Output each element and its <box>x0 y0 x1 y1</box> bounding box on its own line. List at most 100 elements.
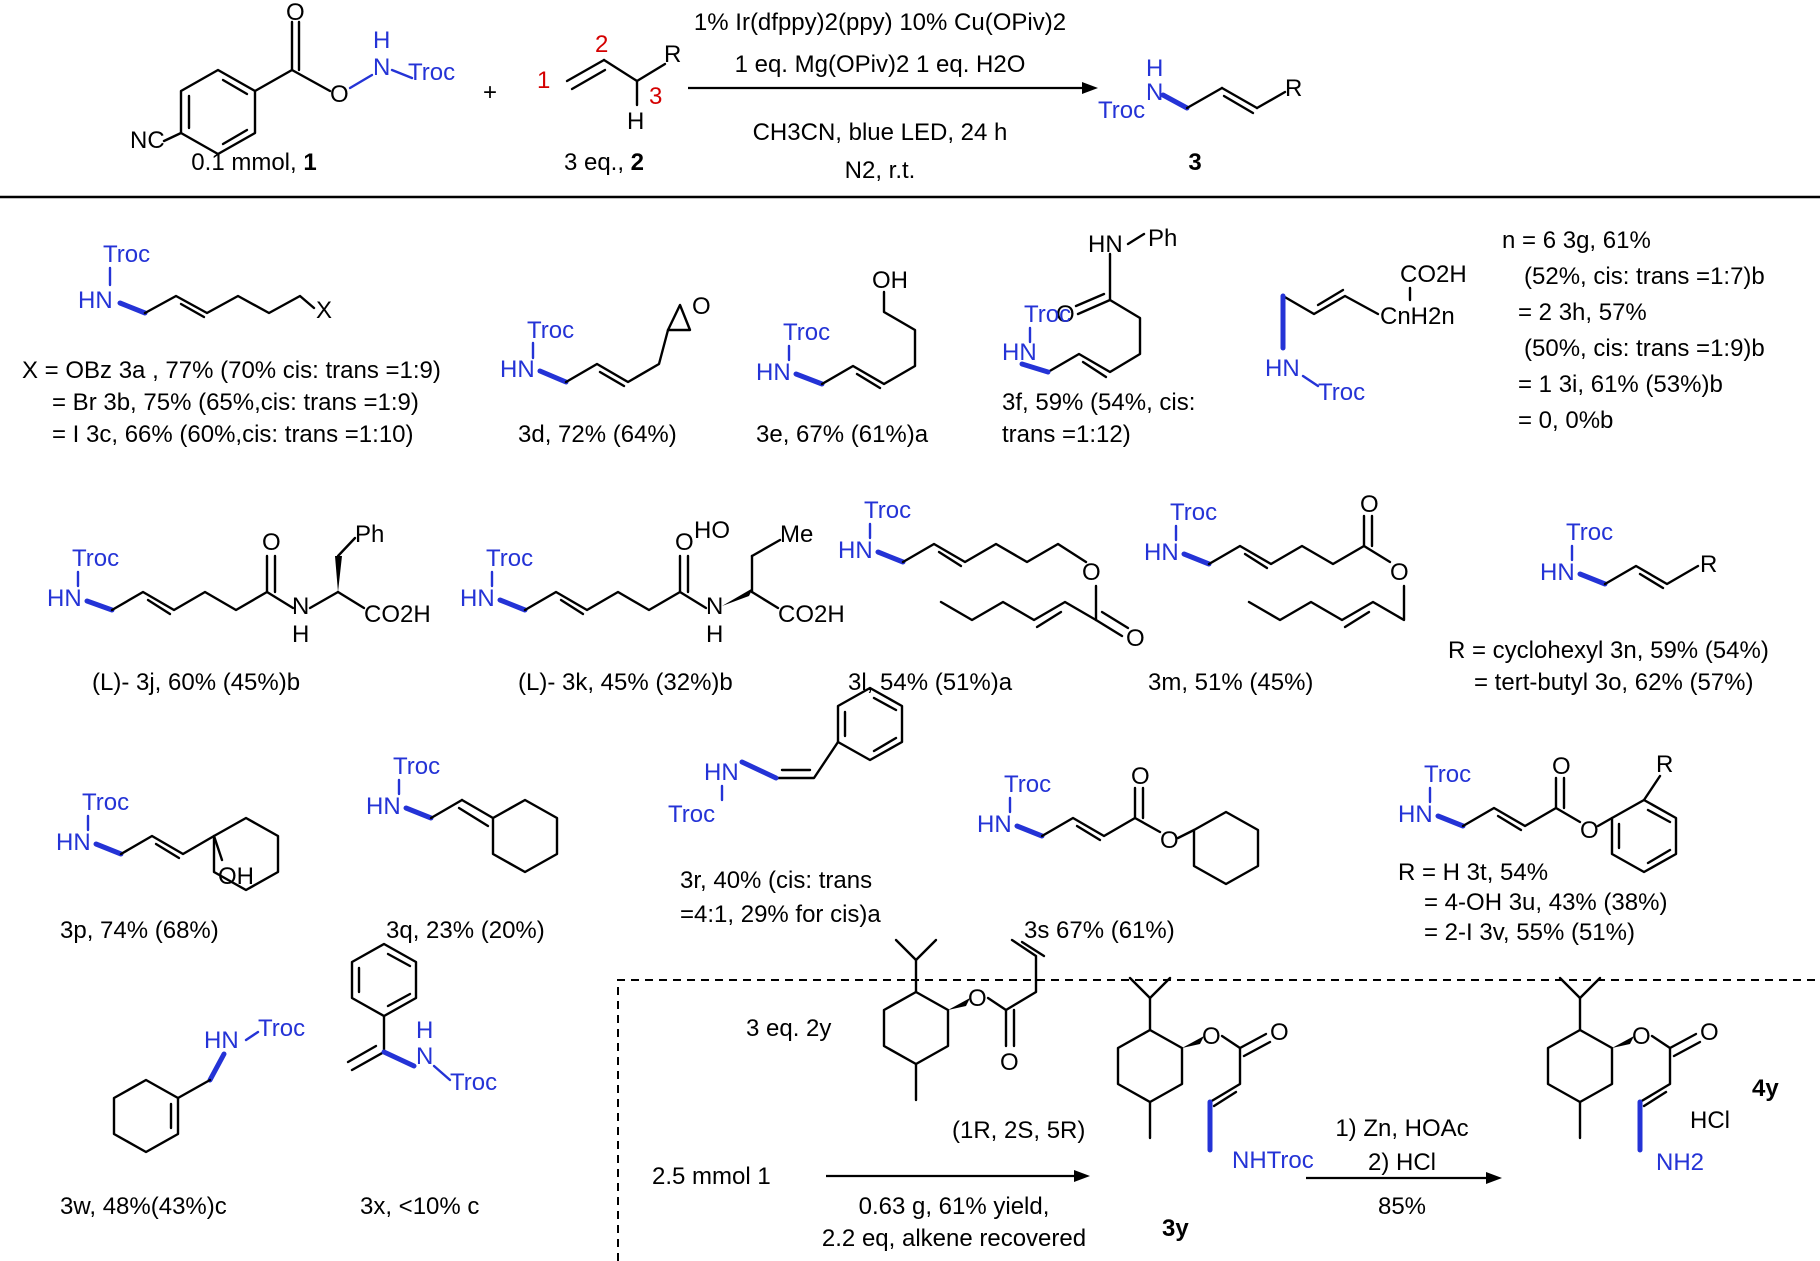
deprotection-yield: 85% <box>1378 1193 1426 1220</box>
r-group: R <box>664 41 681 68</box>
entry-n-0: = 0, 0%b <box>1518 407 1613 434</box>
svg-text:O: O <box>1000 1049 1019 1076</box>
entry-3e: 3e, 67% (61%)a <box>756 421 929 448</box>
svg-text:CnH2n: CnH2n <box>1380 303 1455 330</box>
svg-text:H: H <box>706 621 723 648</box>
compound-3t-structure: Troc HN O O R <box>1398 751 1678 874</box>
svg-text:N: N <box>292 593 309 620</box>
svg-text:NHTroc: NHTroc <box>1232 1147 1314 1174</box>
compound-3w-structure: HN Troc <box>112 1015 305 1154</box>
entry-3g-line-2: (52%, cis: trans =1:7)b <box>1524 263 1765 290</box>
entry-3f-line-1: 3f, 59% (54%, cis: <box>1002 389 1195 416</box>
svg-text:O: O <box>692 293 711 320</box>
entry-3p: 3p, 74% (68%) <box>60 917 219 944</box>
svg-text:Troc: Troc <box>783 319 830 346</box>
reagent-2-label: 3 eq., 2 <box>564 149 644 176</box>
entry-3r-line-1: 3r, 40% (cis: trans <box>680 867 872 894</box>
conditions-line-1: 1% Ir(dfppy)2(ppy) 10% Cu(OPiv)2 <box>694 9 1066 36</box>
svg-text:O: O <box>1360 491 1379 518</box>
compound-3m-structure: Troc HN O O <box>1144 491 1409 629</box>
compound-3q-structure: Troc HN <box>366 753 559 874</box>
svg-text:OH: OH <box>218 863 254 890</box>
scaleup-start: 2.5 mmol 1 <box>652 1163 771 1190</box>
svg-text:HN: HN <box>204 1027 239 1054</box>
svg-text:X: X <box>316 297 332 324</box>
entry-3f-line-2: trans =1:12) <box>1002 421 1131 448</box>
compound-4y-structure: O O NH2 <box>1546 976 1719 1176</box>
compound-3g-structure: CO2H CnH2n HN Troc <box>1265 261 1467 406</box>
svg-text:CO2H: CO2H <box>364 601 431 628</box>
entry-3a: X = OBz 3a , 77% (70% cis: trans =1:9) <box>22 357 441 384</box>
reagent-2-structure: 1 2 3 R H <box>537 31 681 135</box>
entry-3r-line-2: =4:1, 29% for cis)a <box>680 901 881 928</box>
svg-text:HN: HN <box>977 811 1012 838</box>
svg-text:O: O <box>1160 827 1179 854</box>
reagent-1-label: 0.1 mmol, 1 <box>191 149 316 176</box>
entry-3l: 3l, 54% (51%)a <box>848 669 1013 696</box>
svg-text:HO: HO <box>694 517 730 544</box>
entry-3b: = Br 3b, 75% (65%,cis: trans =1:9) <box>52 389 419 416</box>
compound-3k-structure: Troc HN O N H HO Me CO2H <box>460 517 845 648</box>
svg-text:HN: HN <box>756 359 791 386</box>
svg-text:O: O <box>1126 625 1145 652</box>
position-1: 1 <box>537 67 550 94</box>
compound-3l-structure: Troc HN O O <box>838 497 1145 652</box>
scaleup-reagent: 3 eq. 2y <box>746 1015 831 1042</box>
position-2: 2 <box>595 31 608 58</box>
svg-text:Troc: Troc <box>527 317 574 344</box>
svg-text:OH: OH <box>872 267 908 294</box>
conditions-line-2: 1 eq. Mg(OPiv)2 1 eq. H2O <box>735 51 1026 78</box>
svg-text:NH2: NH2 <box>1656 1149 1704 1176</box>
scaleup-divider <box>617 979 1820 1261</box>
svg-text:HN: HN <box>1265 355 1300 382</box>
svg-text:Troc: Troc <box>486 545 533 572</box>
svg-text:HN: HN <box>1002 339 1037 366</box>
svg-text:HN: HN <box>1088 231 1123 258</box>
svg-text:Troc: Troc <box>1318 379 1365 406</box>
svg-text:Troc: Troc <box>450 1069 497 1096</box>
product-3y-label: 3y <box>1162 1215 1189 1242</box>
compound-3s-structure: Troc HN O O <box>977 763 1260 886</box>
svg-text:Troc: Troc <box>1004 771 1051 798</box>
svg-text:N: N <box>1146 79 1163 106</box>
product-3-label: 3 <box>1188 149 1201 176</box>
svg-text:Troc: Troc <box>1566 519 1613 546</box>
entry-3d: 3d, 72% (64%) <box>518 421 677 448</box>
carbonyl-oxygen: O <box>286 0 305 26</box>
nitrile-label: NC <box>130 127 165 154</box>
scaleup-yield-line-2: 2.2 eq, alkene recovered <box>822 1225 1086 1252</box>
entry-3i: = 1 3i, 61% (53%)b <box>1518 371 1723 398</box>
entry-3u: = 4-OH 3u, 43% (38%) <box>1424 889 1667 916</box>
entry-3m: 3m, 51% (45%) <box>1148 669 1313 696</box>
compound-3a-structure: Troc HN X <box>78 241 332 324</box>
svg-text:O: O <box>1580 817 1599 844</box>
svg-text:R: R <box>1700 551 1717 578</box>
amine-h: H <box>373 27 390 54</box>
svg-text:O: O <box>262 529 281 556</box>
svg-text:H: H <box>292 621 309 648</box>
position-3: 3 <box>649 83 662 110</box>
amine-n: N <box>373 54 390 81</box>
svg-text:O: O <box>675 529 694 556</box>
svg-text:Ph: Ph <box>355 521 384 548</box>
entry-3q: 3q, 23% (20%) <box>386 917 545 944</box>
compound-3d-structure: Troc HN O <box>500 293 711 388</box>
compound-3y-structure: O O NHTroc <box>1116 976 1314 1174</box>
entry-3k: (L)- 3k, 45% (32%)b <box>518 669 733 696</box>
svg-text:Troc: Troc <box>1098 97 1145 124</box>
compound-3j-structure: Troc HN O N H Ph CO2H <box>47 521 431 648</box>
svg-text:O: O <box>1082 559 1101 586</box>
conditions-line-3: CH3CN, blue LED, 24 h <box>753 119 1008 146</box>
deprotection-step-1: 1) Zn, HOAc <box>1335 1115 1468 1142</box>
entry-3h-line-2: (50%, cis: trans =1:9)b <box>1524 335 1765 362</box>
compound-3f-structure: HN Ph O Troc HN <box>1002 225 1177 379</box>
hcl-salt: HCl <box>1690 1107 1730 1134</box>
svg-text:Troc: Troc <box>864 497 911 524</box>
entry-3x: 3x, <10% c <box>360 1193 479 1220</box>
svg-text:Troc: Troc <box>72 545 119 572</box>
compound-3e-structure: Troc HN OH <box>756 267 917 390</box>
svg-text:HN: HN <box>704 759 739 786</box>
product-3-structure: H N Troc R <box>1098 55 1302 124</box>
reagent-1-structure: NC O O H N Troc <box>130 0 455 156</box>
svg-text:R: R <box>1656 751 1673 778</box>
